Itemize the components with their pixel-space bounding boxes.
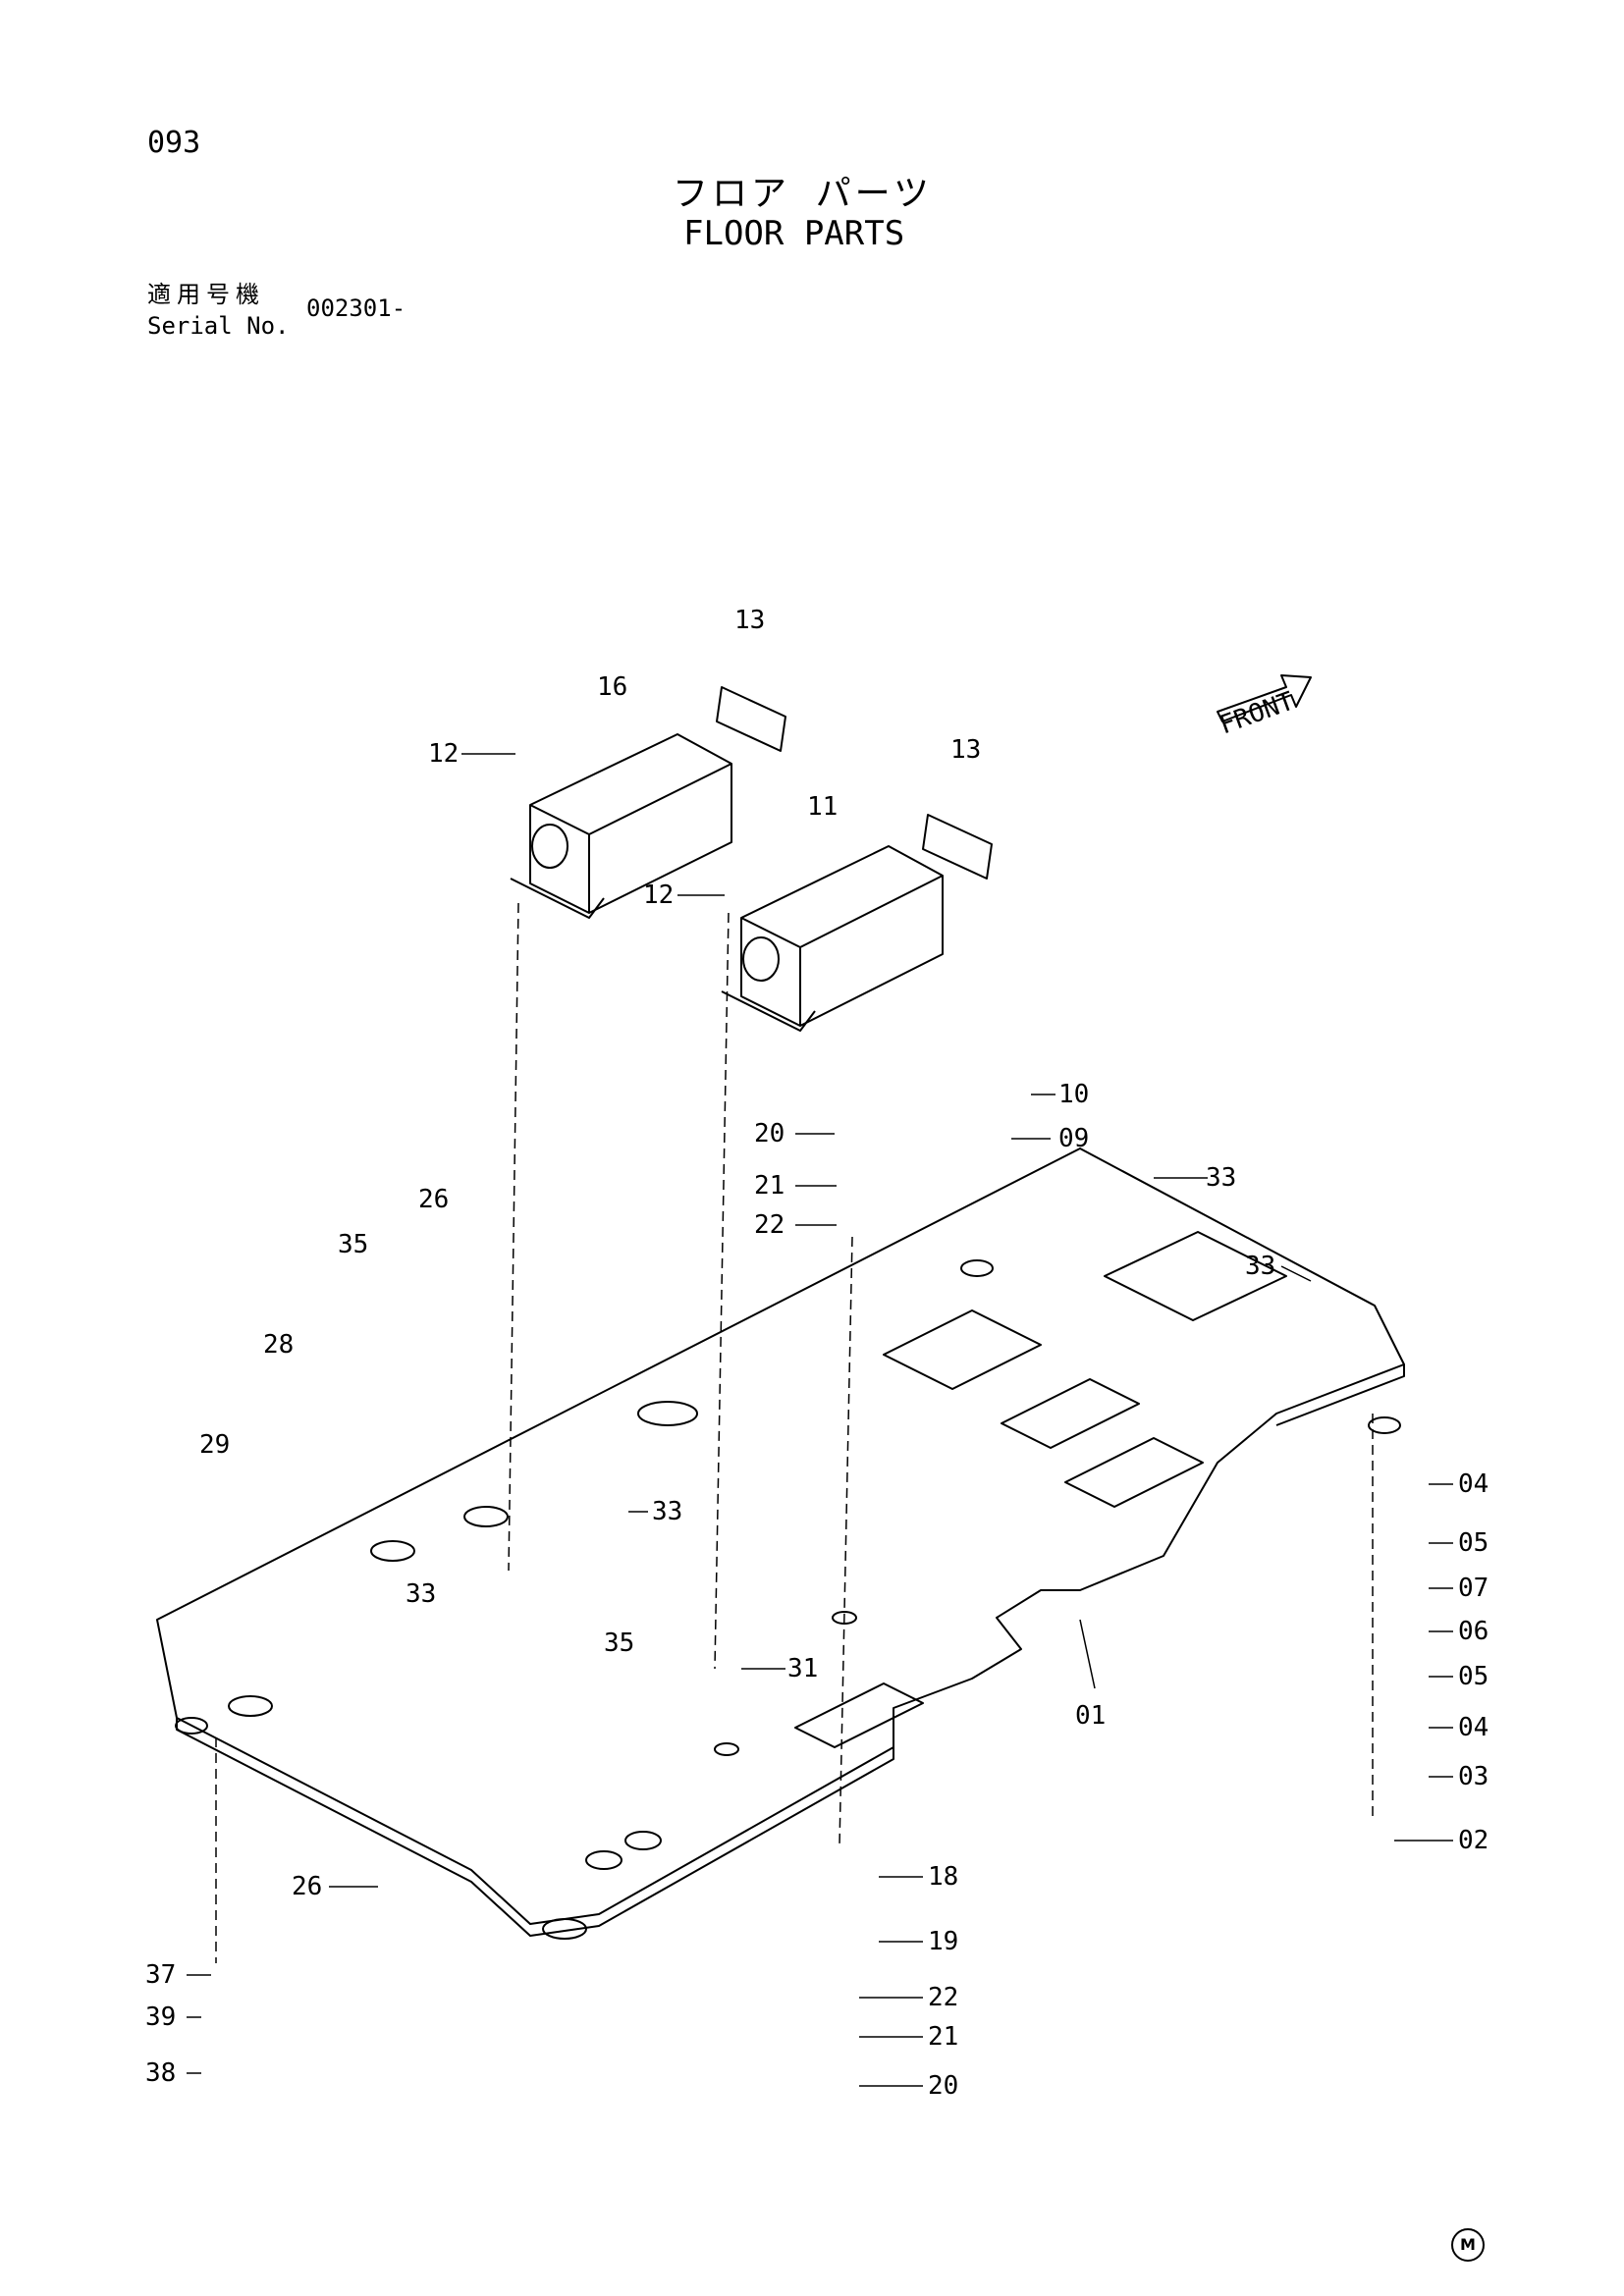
page-number: 093 [147, 126, 201, 160]
callout-label: 12 [428, 739, 459, 769]
callout-label: 05 [1458, 1528, 1489, 1558]
callout-label: 05 [1458, 1662, 1489, 1691]
callout-label: 19 [928, 1927, 958, 1956]
serial-label-japanese: 適用号機 [147, 281, 265, 308]
front-label: FRONT [1216, 686, 1298, 740]
callout-label: 38 [145, 2058, 176, 2088]
callout-label: 20 [928, 2071, 958, 2101]
callout-label: 35 [604, 1629, 634, 1658]
callout-label: 16 [597, 672, 627, 702]
callout-label: 04 [1458, 1713, 1489, 1742]
callout-label: 26 [292, 1872, 322, 1901]
callout-label: 33 [406, 1579, 436, 1609]
callout-label: 02 [1458, 1826, 1489, 1855]
box-part-11 [740, 845, 944, 1027]
callout-label: 06 [1458, 1617, 1489, 1646]
callout-label: 09 [1058, 1124, 1089, 1153]
callout-label: 26 [418, 1185, 449, 1214]
callout-label: 33 [1245, 1252, 1275, 1281]
serial-label: Serial No. [147, 312, 290, 340]
callout-label: 28 [263, 1330, 294, 1360]
callout-label: 12 [643, 881, 674, 910]
callout-label: 33 [652, 1497, 682, 1526]
callout-label: 04 [1458, 1469, 1489, 1499]
callout-label: 21 [928, 2022, 958, 2052]
callout-label: 11 [807, 792, 838, 822]
floor-plate [156, 1148, 1405, 1925]
box-part-16 [529, 733, 732, 914]
callout-label: 18 [928, 1862, 958, 1892]
page-title-japanese: フロア パーツ [673, 174, 933, 214]
callout-label: 03 [1458, 1762, 1489, 1791]
serial-value: 002301- [306, 294, 406, 322]
front-arrow [1217, 674, 1312, 722]
callout-label: 35 [338, 1230, 368, 1259]
callout-label: 07 [1458, 1574, 1489, 1603]
callout-label: 31 [787, 1654, 818, 1683]
callout-label: 22 [754, 1210, 785, 1240]
callout-label: 10 [1058, 1080, 1089, 1109]
callout-label: 20 [754, 1119, 785, 1148]
callout-label: 21 [754, 1171, 785, 1201]
callout-label: 39 [145, 2002, 176, 2032]
callout-label: 37 [145, 1960, 176, 1990]
callout-label: 22 [928, 1983, 958, 2012]
callout-label: 13 [734, 606, 765, 635]
callout-label: 01 [1075, 1701, 1106, 1731]
page-title: FLOOR PARTS [683, 214, 905, 253]
callout-label: 13 [950, 735, 981, 765]
manufacturer-mark: M [1451, 2228, 1485, 2262]
callout-label: 29 [199, 1430, 230, 1460]
callout-label: 33 [1206, 1163, 1236, 1193]
